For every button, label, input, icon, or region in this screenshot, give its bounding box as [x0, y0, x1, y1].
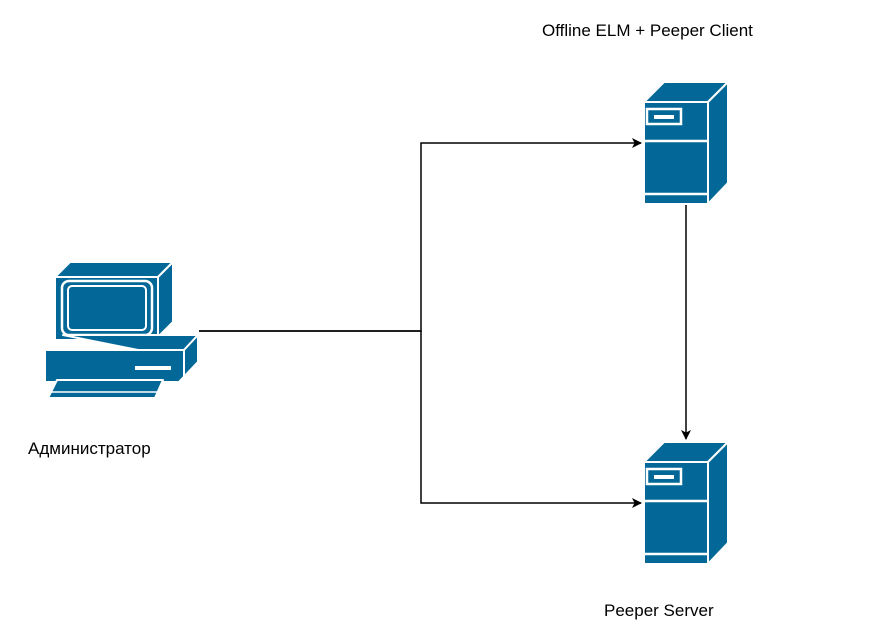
- edge-admin-to-client: [199, 138, 642, 332]
- server-tower-icon-server[interactable]: [643, 441, 729, 565]
- edges: [199, 138, 691, 508]
- admin-label: Администратор: [28, 439, 151, 458]
- edge-admin-to-server: [199, 330, 642, 508]
- server-tower-icon-client[interactable]: [643, 81, 729, 205]
- pc-workstation-icon[interactable]: [44, 261, 199, 399]
- server-label: Peeper Server: [604, 601, 714, 620]
- client-label: Offline ELM + Peeper Client: [542, 21, 753, 40]
